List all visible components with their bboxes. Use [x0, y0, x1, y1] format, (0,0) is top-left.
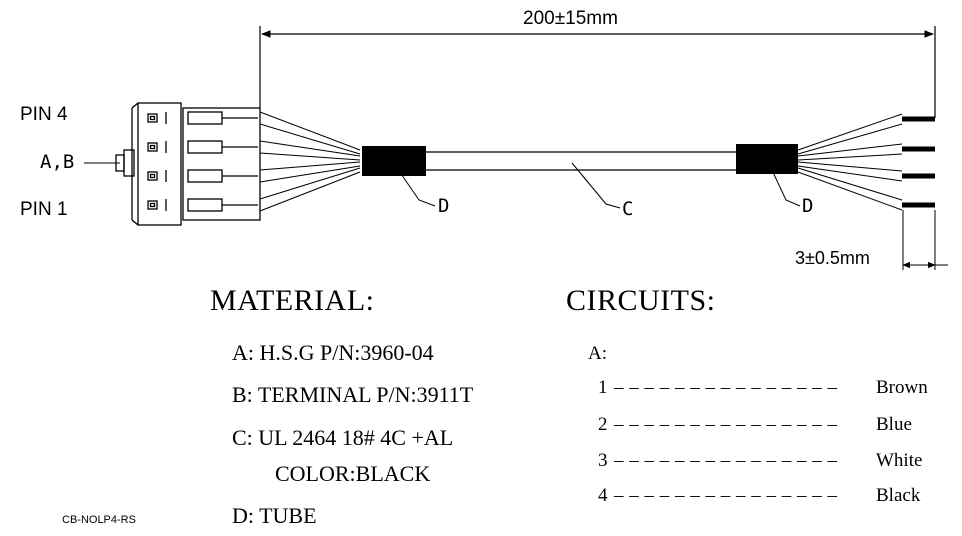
- circuit-color-4: Black: [876, 485, 921, 506]
- circuit-color-2: Blue: [876, 414, 912, 435]
- wires-right: [797, 113, 903, 211]
- material-item-b: B: TERMINAL P/N:3911T: [232, 382, 474, 407]
- pin-1-label: PIN 1: [20, 199, 68, 220]
- stripped-ends: [902, 116, 935, 208]
- circuits-group-label: A:: [588, 343, 607, 364]
- circuit-pin-2: 2: [598, 414, 608, 435]
- circuit-pin-3: 3: [598, 450, 608, 471]
- material-item-c-color: COLOR:BLACK: [275, 461, 431, 486]
- callout-tube-left: D: [438, 195, 450, 217]
- tube-right: [736, 144, 798, 174]
- pin-4-label: PIN 4: [20, 104, 68, 125]
- leader-lines: [396, 162, 801, 209]
- strip-dimension-label: 3±0.5mm: [795, 248, 870, 268]
- circuit-color-3: White: [876, 450, 923, 471]
- material-heading: MATERIAL:: [210, 284, 375, 317]
- material-item-a: A: H.S.G P/N:3960-04: [232, 340, 434, 365]
- material-item-d: D: TUBE: [232, 503, 317, 528]
- length-dimension-label: 200±15mm: [523, 8, 618, 29]
- tube-left: [362, 146, 426, 176]
- callout-housing-terminal: A,B: [40, 151, 75, 173]
- circuit-dashes-2: – – – – – – – – – – – – – – –: [614, 414, 838, 435]
- part-code: CB-NOLP4-RS: [62, 514, 136, 526]
- connector-housing: [115, 102, 261, 226]
- circuits-heading: CIRCUITS:: [566, 284, 716, 317]
- circuit-dashes-4: – – – – – – – – – – – – – – –: [614, 485, 838, 506]
- circuit-color-1: Brown: [876, 377, 928, 398]
- callout-tube-right: D: [802, 195, 814, 217]
- circuit-dashes-3: – – – – – – – – – – – – – – –: [614, 450, 838, 471]
- material-item-c: C: UL 2464 18# 4C +AL: [232, 425, 454, 450]
- circuit-pin-4: 4: [598, 485, 608, 506]
- circuit-pin-1: 1: [598, 377, 608, 398]
- circuit-dashes-1: – – – – – – – – – – – – – – –: [614, 377, 838, 398]
- wires-left: [259, 111, 361, 212]
- callout-cable: C: [622, 198, 634, 220]
